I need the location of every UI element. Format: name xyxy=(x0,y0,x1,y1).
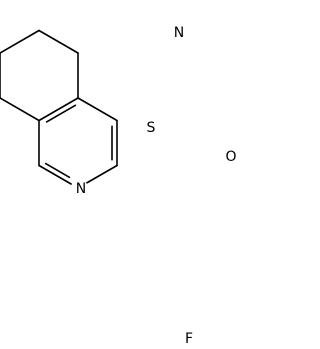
bond-pyr-c4a-c8a xyxy=(38,97,79,122)
bond-sat-a xyxy=(0,29,40,54)
molecule-structure-diagram: N N S O F xyxy=(0,25,239,347)
atom-label-layer: N N S O F xyxy=(73,25,239,347)
bond-pyr-c3-n xyxy=(84,164,118,185)
bond-pyr-c4a-c8a-double xyxy=(45,104,77,123)
atom-o-carbonyl-label: O xyxy=(225,149,236,165)
atom-n-nitrile: N xyxy=(171,25,187,41)
bond-pyr-c4a-c4 xyxy=(77,97,118,122)
bond-sat-b xyxy=(38,29,79,54)
atom-s-thioether-label: S xyxy=(147,120,156,136)
bond-sat-e xyxy=(0,97,40,122)
atom-f-aryl-label: F xyxy=(185,331,193,347)
atom-n-ring-label: N xyxy=(76,181,86,197)
atom-n-ring: N xyxy=(73,181,89,197)
atom-n-nitrile-label: N xyxy=(174,25,184,41)
atom-o-carbonyl: O xyxy=(223,149,239,165)
atom-f-aryl: F xyxy=(181,331,197,347)
bond-pyr-n-c1 xyxy=(38,164,72,185)
bond-layer xyxy=(0,29,118,185)
bond-pyr-n-c1-double xyxy=(44,162,71,179)
atom-s-thioether: S xyxy=(143,120,159,136)
